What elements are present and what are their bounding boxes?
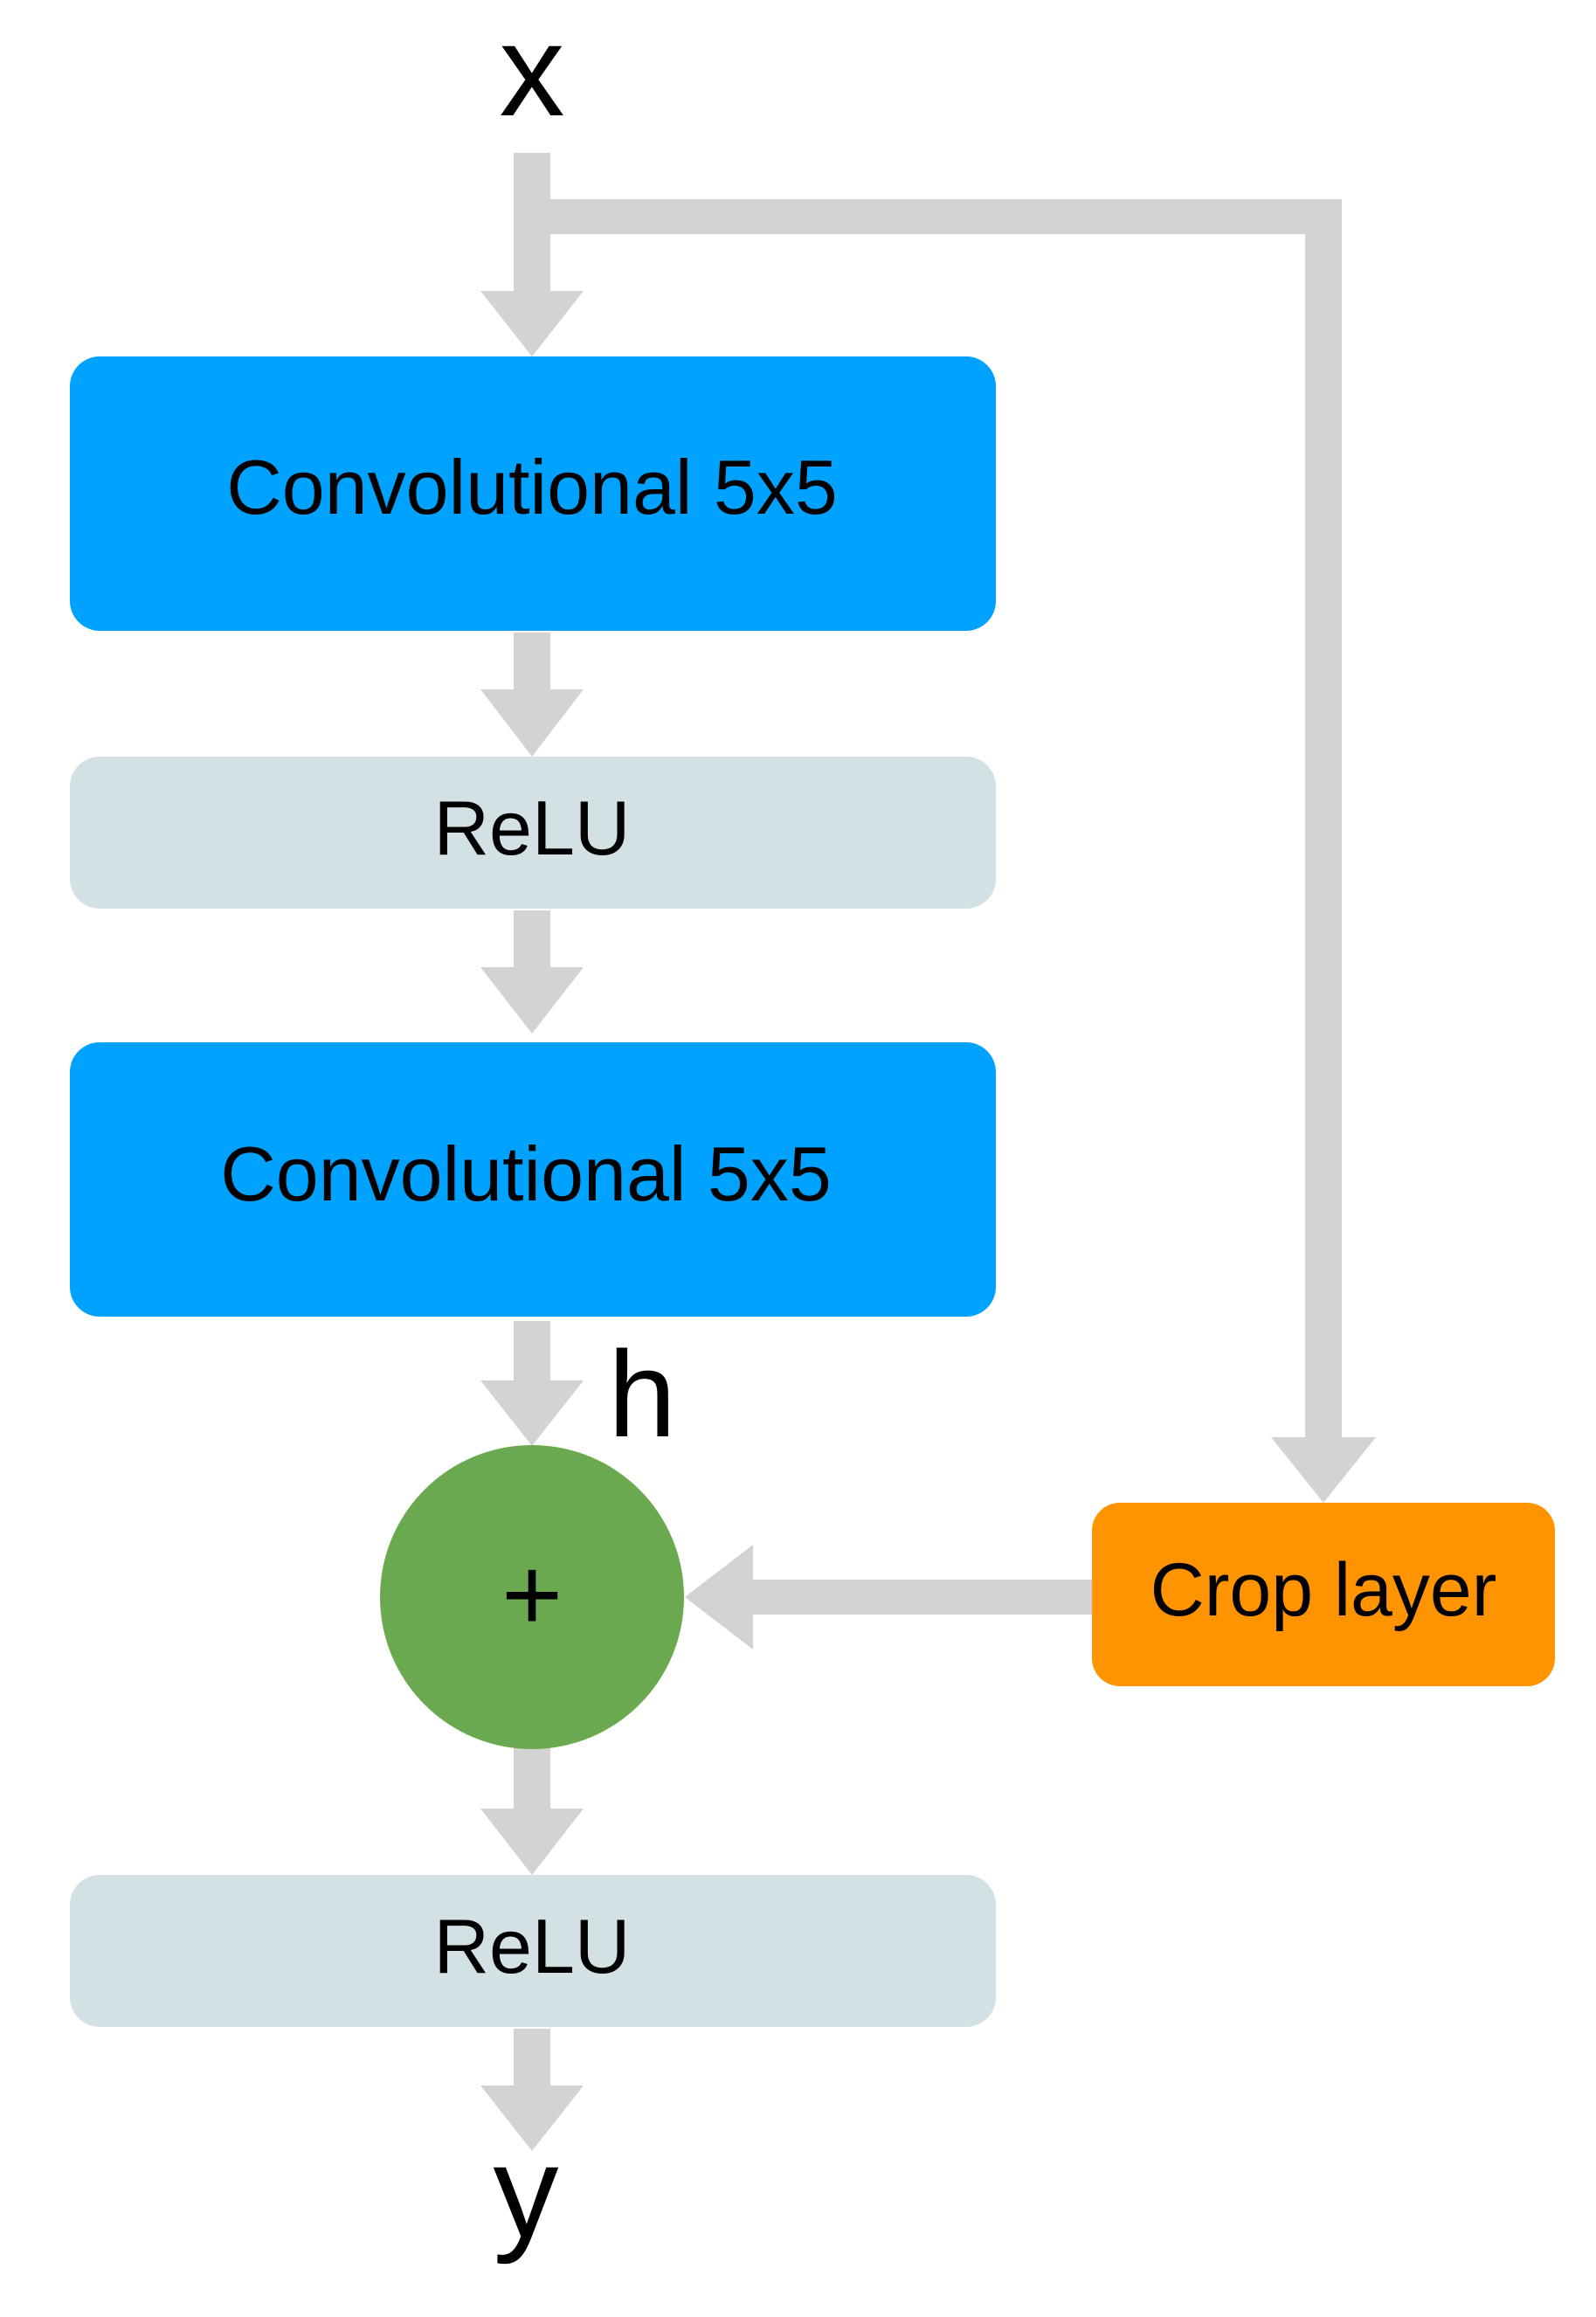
crop-layer-box xyxy=(1092,1503,1555,1686)
add-label: + xyxy=(501,1536,563,1653)
skip-line-vertical xyxy=(1305,199,1342,1440)
h-label: h xyxy=(608,1325,676,1463)
arrow-head-relu1-to-conv2 xyxy=(480,967,584,1034)
arrow-shaft-x-to-conv1 xyxy=(514,153,550,293)
crop-layer-label: Crop layer xyxy=(1150,1548,1497,1632)
relu1-box xyxy=(70,757,996,909)
arrow-shaft-relu1-to-conv2 xyxy=(514,910,550,969)
skip-line-horizontal xyxy=(549,199,1340,234)
output-label-y: y xyxy=(494,2118,559,2265)
conv1-box xyxy=(70,356,996,631)
arrow-shaft-crop-to-add xyxy=(750,1580,1095,1615)
arrow-shaft-conv1-to-relu1 xyxy=(514,633,550,691)
arrow-head-relu2-to-y xyxy=(480,2085,584,2151)
add-node: + xyxy=(380,1445,684,1749)
arrow-head-add-to-relu2 xyxy=(480,1809,584,1875)
relu1-label: ReLU xyxy=(434,785,631,871)
conv2-box xyxy=(70,1042,996,1317)
input-label-x: x xyxy=(500,0,565,143)
arrow-head-conv1-to-relu1 xyxy=(480,689,584,757)
arrow-head-x-to-conv1 xyxy=(480,291,584,356)
conv1-node: Convolutional 5x5 xyxy=(70,356,996,631)
crop-layer-node: Crop layer xyxy=(1092,1503,1555,1686)
relu2-label: ReLU xyxy=(434,1903,631,1989)
relu2-box xyxy=(70,1875,996,2027)
arrow-shaft-relu2-to-y xyxy=(514,2029,550,2087)
add-circle xyxy=(380,1445,684,1749)
arrow-head-conv2-to-add xyxy=(480,1380,584,1446)
relu2-node: ReLU xyxy=(70,1875,996,2027)
conv2-label: Convolutional 5x5 xyxy=(220,1131,832,1217)
arrow-head-crop-to-add xyxy=(685,1545,753,1650)
conv2-node: Convolutional 5x5 xyxy=(70,1042,996,1317)
connectors xyxy=(480,153,1376,2151)
arrow-head-skip-to-crop xyxy=(1271,1437,1376,1503)
arrow-shaft-add-to-relu2 xyxy=(514,1747,550,1810)
arrow-shaft-conv2-to-add xyxy=(514,1321,550,1382)
conv1-label: Convolutional 5x5 xyxy=(226,444,838,530)
relu1-node: ReLU xyxy=(70,757,996,909)
